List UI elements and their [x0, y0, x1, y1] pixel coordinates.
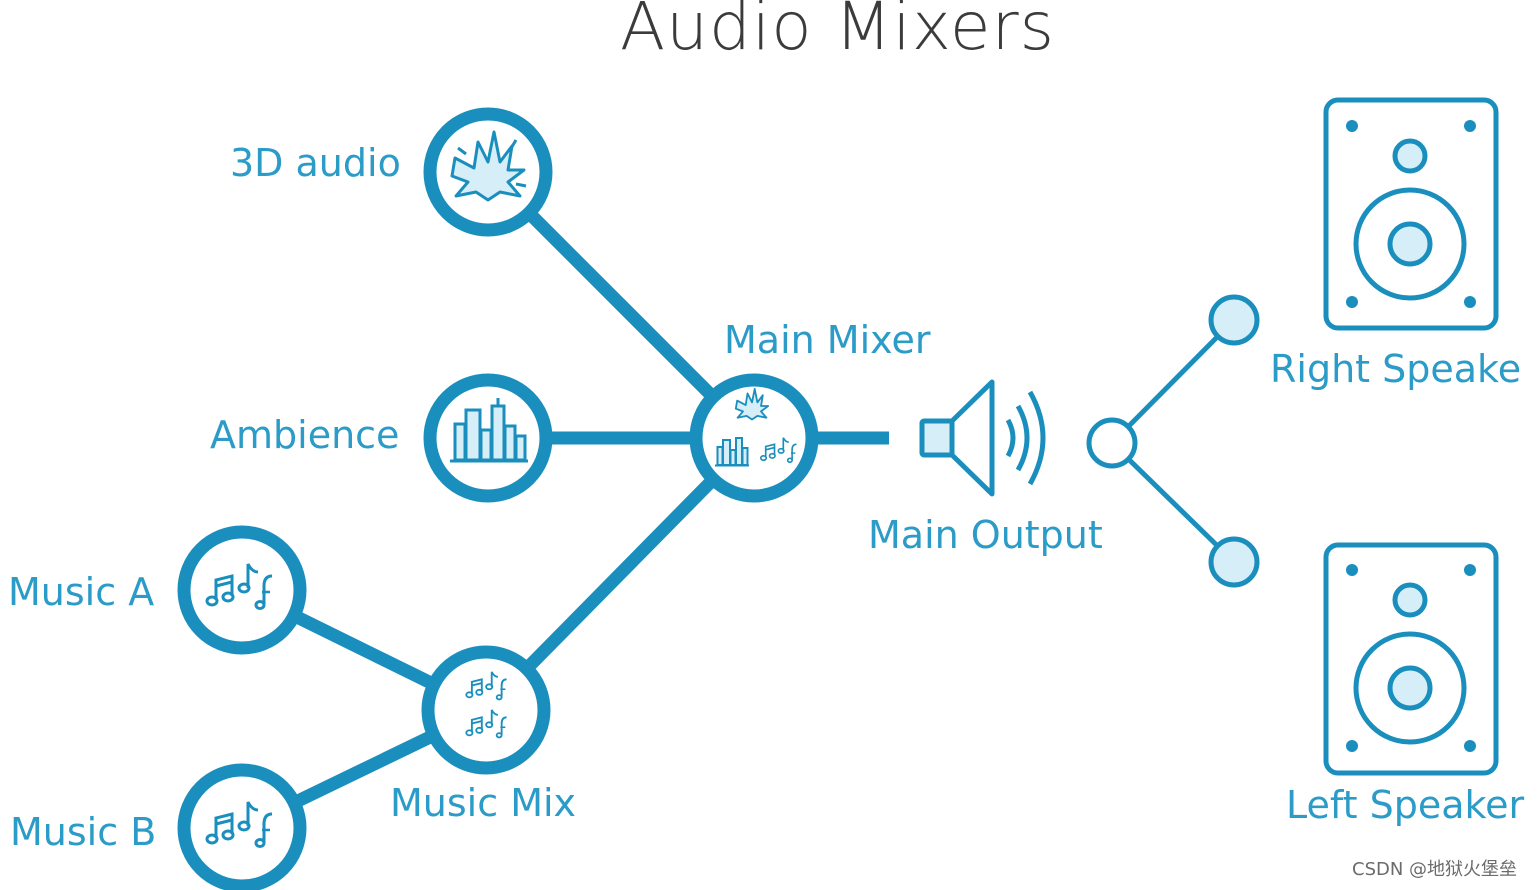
- node-main-mixer: [689, 373, 819, 503]
- right-output-node: [1208, 294, 1260, 346]
- city-skyline-icon: [715, 437, 749, 467]
- explosion-icon: [450, 130, 527, 202]
- city-skyline-icon: [450, 398, 528, 463]
- label-music-mix: Music Mix: [390, 781, 577, 825]
- node-3d-audio: [423, 107, 553, 237]
- label-music-b: Music B: [10, 810, 157, 854]
- diagram-title: Audio Mixers: [620, 0, 1056, 65]
- left-speaker-icon: [1323, 542, 1499, 776]
- node-ambience: [423, 373, 553, 503]
- node-music-b: [177, 763, 307, 890]
- splitter-node: [1086, 417, 1138, 469]
- label-3d-audio: 3D audio: [230, 141, 401, 185]
- left-output-node: [1208, 536, 1260, 588]
- node-music-mix: [421, 645, 551, 775]
- watermark: CSDN @地狱火堡垒: [1352, 859, 1518, 880]
- label-main-output: Main Output: [868, 513, 1103, 557]
- right-speaker-icon: [1323, 97, 1499, 331]
- node-music-a: [177, 525, 307, 655]
- label-main-mixer: Main Mixer: [724, 318, 931, 362]
- speaker-volume-icon: [919, 379, 1046, 497]
- label-music-a: Music A: [8, 570, 155, 614]
- explosion-icon: [734, 388, 770, 421]
- label-ambience: Ambience: [210, 413, 400, 457]
- splitter-lines: [1110, 318, 1236, 564]
- label-left-speaker: Left Speaker: [1286, 783, 1525, 827]
- label-right-speaker: Right Speake: [1270, 347, 1522, 391]
